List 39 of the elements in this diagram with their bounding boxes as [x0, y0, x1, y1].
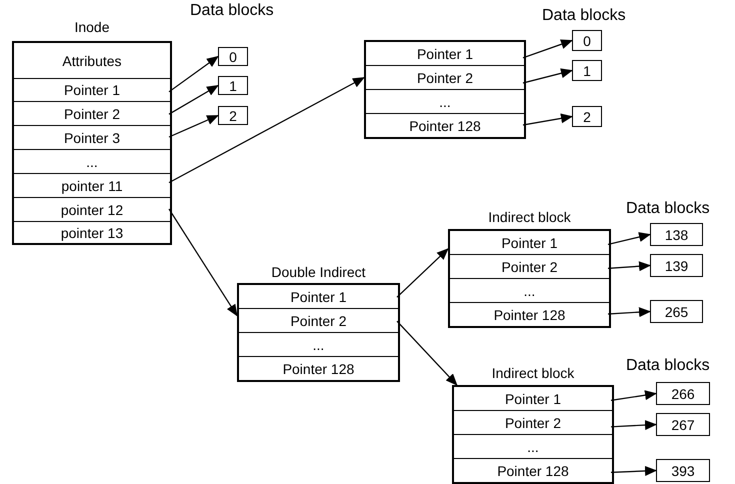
- table-row: pointer 13: [14, 221, 170, 243]
- data-block: 0: [218, 47, 248, 66]
- arrow: [168, 114, 219, 138]
- arrow: [168, 84, 219, 115]
- section-label: Data blocks: [190, 2, 274, 20]
- table-title: Double Indirect: [270, 263, 367, 282]
- arrow: [522, 68, 573, 84]
- section-label: Data blocks: [542, 7, 626, 25]
- arrow: [610, 420, 657, 430]
- table-title: Indirect block: [487, 208, 572, 227]
- data-block: 267: [656, 413, 710, 436]
- arrow: [522, 39, 573, 58]
- data-block: 139: [650, 254, 703, 277]
- data-block: 1: [218, 76, 248, 95]
- table-title: Inode: [73, 18, 111, 37]
- arrow: [610, 390, 657, 401]
- arrow: [168, 56, 219, 92]
- data-block: 0: [572, 30, 602, 51]
- section-label: Data blocks: [626, 357, 710, 375]
- arrow: [608, 232, 651, 245]
- arrow: [608, 261, 651, 272]
- data-block: 265: [650, 300, 703, 323]
- arrow: [396, 320, 458, 386]
- data-block: 266: [656, 382, 710, 405]
- arrow: [610, 466, 657, 476]
- arrow: [168, 77, 365, 184]
- table-row: pointer 11: [14, 173, 170, 197]
- arrow: [396, 248, 449, 298]
- data-block: 2: [218, 106, 248, 125]
- data-block: 1: [572, 60, 602, 81]
- data-block: 393: [656, 459, 710, 482]
- section-label: Data blocks: [626, 200, 710, 218]
- data-block: 138: [650, 223, 703, 246]
- table-title: Indirect block: [490, 364, 576, 383]
- data-block: 2: [572, 106, 602, 127]
- arrow: [608, 307, 651, 318]
- arrow: [168, 208, 238, 317]
- table-row: pointer 12: [14, 197, 170, 221]
- arrow: [522, 113, 573, 126]
